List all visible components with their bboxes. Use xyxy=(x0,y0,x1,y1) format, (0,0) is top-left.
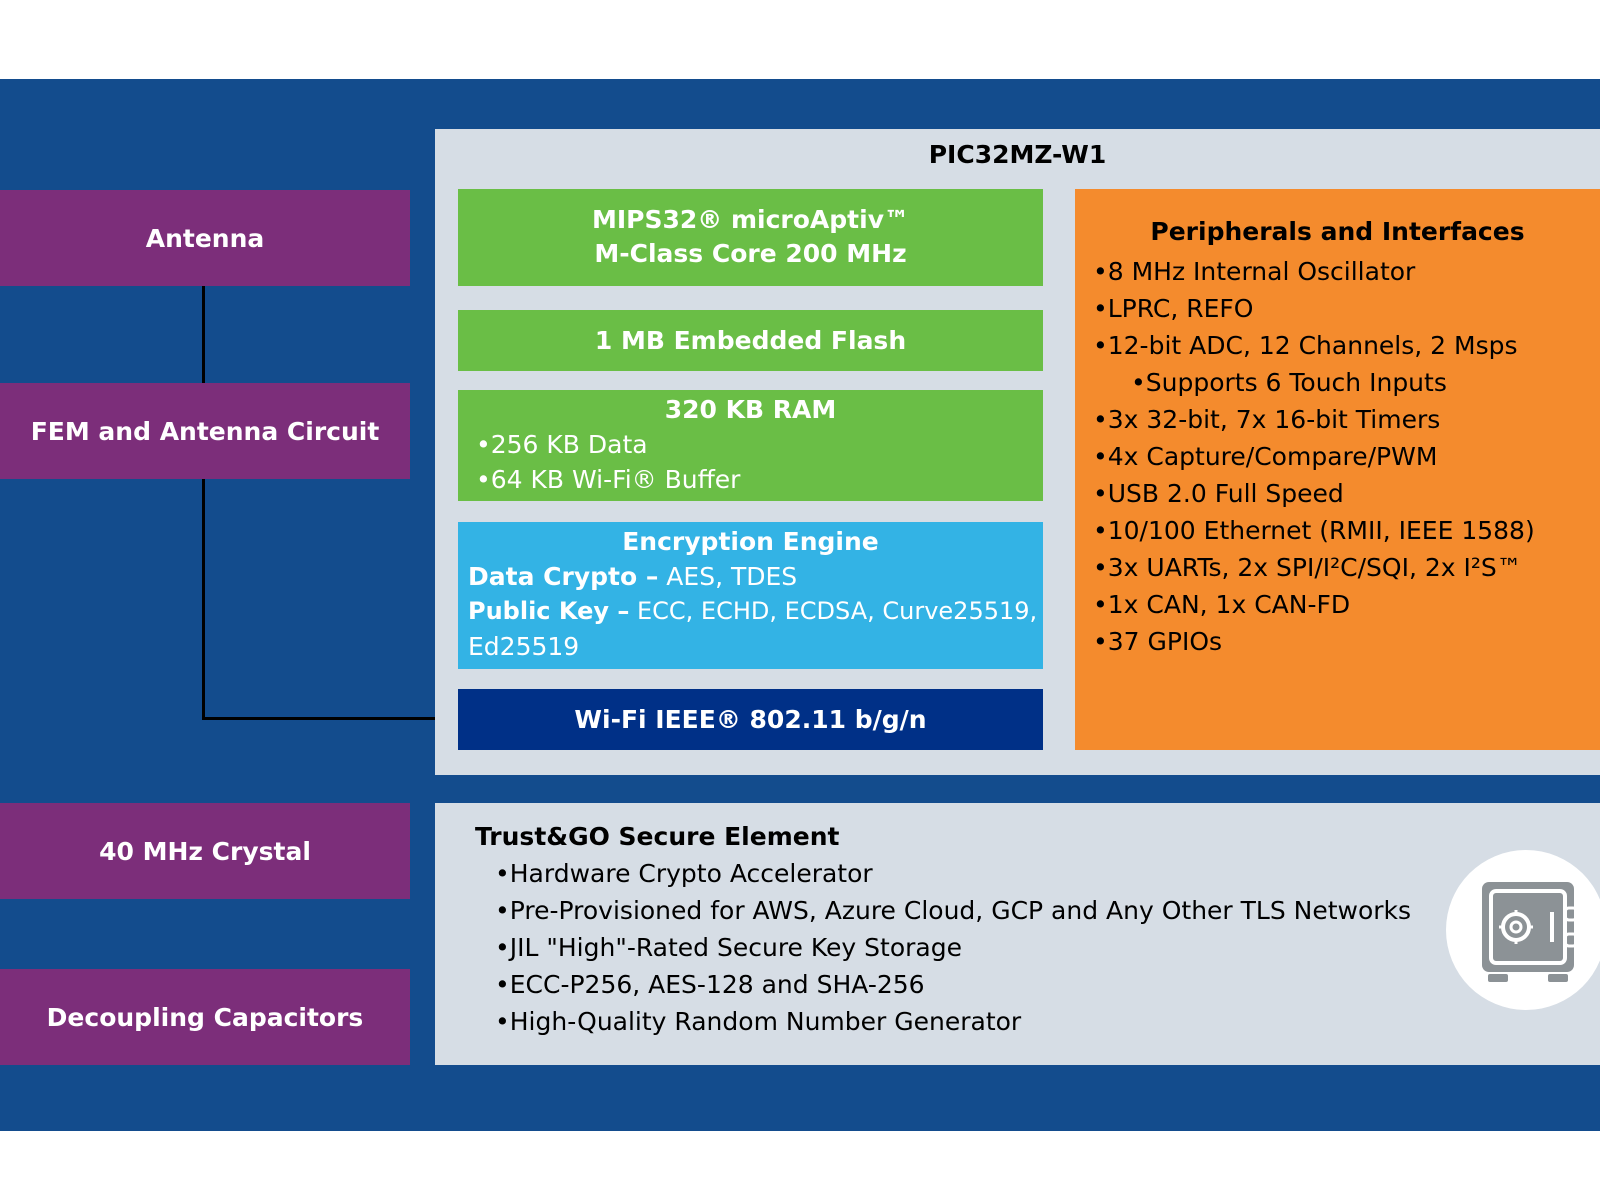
public-key-line: Public Key – ECC, ECHD, ECDSA, Curve2551… xyxy=(458,594,1043,629)
peripherals-block: Peripherals and Interfaces •8 MHz Intern… xyxy=(1075,189,1600,750)
peripheral-item: •1x CAN, 1x CAN-FD xyxy=(1093,590,1351,619)
wifi-label: Wi-Fi IEEE® 802.11 b/g/n xyxy=(574,704,927,734)
data-crypto-line: Data Crypto – AES, TDES xyxy=(458,559,1043,594)
secure-item: •JIL "High"-Rated Secure Key Storage xyxy=(495,933,962,962)
decoupling-label: Decoupling Capacitors xyxy=(46,1002,364,1032)
core-line-2: M-Class Core 200 MHz xyxy=(594,239,907,268)
ram-block: 320 KB RAM •256 KB Data •64 KB Wi-Fi® Bu… xyxy=(458,390,1043,501)
secure-element-title: Trust&GO Secure Element xyxy=(475,822,840,851)
public-key-label: Public Key – xyxy=(468,597,630,625)
secure-item: •Hardware Crypto Accelerator xyxy=(495,859,873,888)
flash-block: 1 MB Embedded Flash xyxy=(458,310,1043,371)
encryption-block: Encryption Engine Data Crypto – AES, TDE… xyxy=(458,522,1043,669)
public-key-value: ECC, ECHD, ECDSA, Curve25519, xyxy=(629,597,1038,625)
decoupling-block: Decoupling Capacitors xyxy=(0,969,410,1065)
peripheral-item: •37 GPIOs xyxy=(1093,627,1223,656)
chip-title: PIC32MZ-W1 xyxy=(928,140,1107,169)
encryption-title: Encryption Engine xyxy=(622,527,879,556)
fem-label: FEM and Antenna Circuit xyxy=(30,416,380,446)
peripheral-item: •4x Capture/Compare/PWM xyxy=(1093,442,1438,471)
ram-item: •256 KB Data xyxy=(476,430,648,459)
antenna-label: Antenna xyxy=(145,223,265,253)
secure-element-panel: Trust&GO Secure Element •Hardware Crypto… xyxy=(435,803,1600,1065)
antenna-block: Antenna xyxy=(0,190,410,286)
data-crypto-label: Data Crypto – xyxy=(468,562,659,591)
peripheral-item: •LPRC, REFO xyxy=(1093,294,1254,323)
secure-item: •Pre-Provisioned for AWS, Azure Cloud, G… xyxy=(495,896,1412,925)
fem-block: FEM and Antenna Circuit xyxy=(0,383,410,479)
crystal-block: 40 MHz Crystal xyxy=(0,803,410,899)
peripheral-item: •8 MHz Internal Oscillator xyxy=(1093,257,1416,286)
flash-label: 1 MB Embedded Flash xyxy=(594,325,907,355)
wifi-block: Wi-Fi IEEE® 802.11 b/g/n xyxy=(458,689,1043,750)
fem-wifi-connector-horizontal xyxy=(202,717,458,720)
peripheral-item: •3x 32-bit, 7x 16-bit Timers xyxy=(1093,405,1441,434)
safe-icon-badge xyxy=(1446,850,1600,1010)
ram-title: 320 KB RAM xyxy=(664,395,837,424)
public-key-value-2: Ed25519 xyxy=(468,632,580,661)
ram-item: •64 KB Wi-Fi® Buffer xyxy=(476,465,741,494)
peripherals-title: Peripherals and Interfaces xyxy=(1150,217,1525,246)
secure-item: •High-Quality Random Number Generator xyxy=(495,1007,1022,1036)
peripheral-item: •USB 2.0 Full Speed xyxy=(1093,479,1344,508)
antenna-fem-connector xyxy=(202,286,205,383)
safe-icon xyxy=(1482,882,1579,982)
peripheral-item: •12-bit ADC, 12 Channels, 2 Msps xyxy=(1093,331,1518,360)
peripheral-item: •10/100 Ethernet (RMII, IEEE 1588) xyxy=(1093,516,1535,545)
fem-wifi-connector-vertical xyxy=(202,479,205,720)
data-crypto-value: AES, TDES xyxy=(658,562,798,591)
core-block: MIPS32® microAptiv™ M-Class Core 200 MHz xyxy=(458,189,1043,286)
peripheral-item: •3x UARTs, 2x SPI/I²C/SQI, 2x I²S™ xyxy=(1093,553,1522,582)
crystal-label: 40 MHz Crystal xyxy=(99,836,311,866)
peripheral-subitem: •Supports 6 Touch Inputs xyxy=(1131,368,1447,397)
secure-item: •ECC-P256, AES-128 and SHA-256 xyxy=(495,970,925,999)
core-line-1: MIPS32® microAptiv™ xyxy=(591,205,909,234)
